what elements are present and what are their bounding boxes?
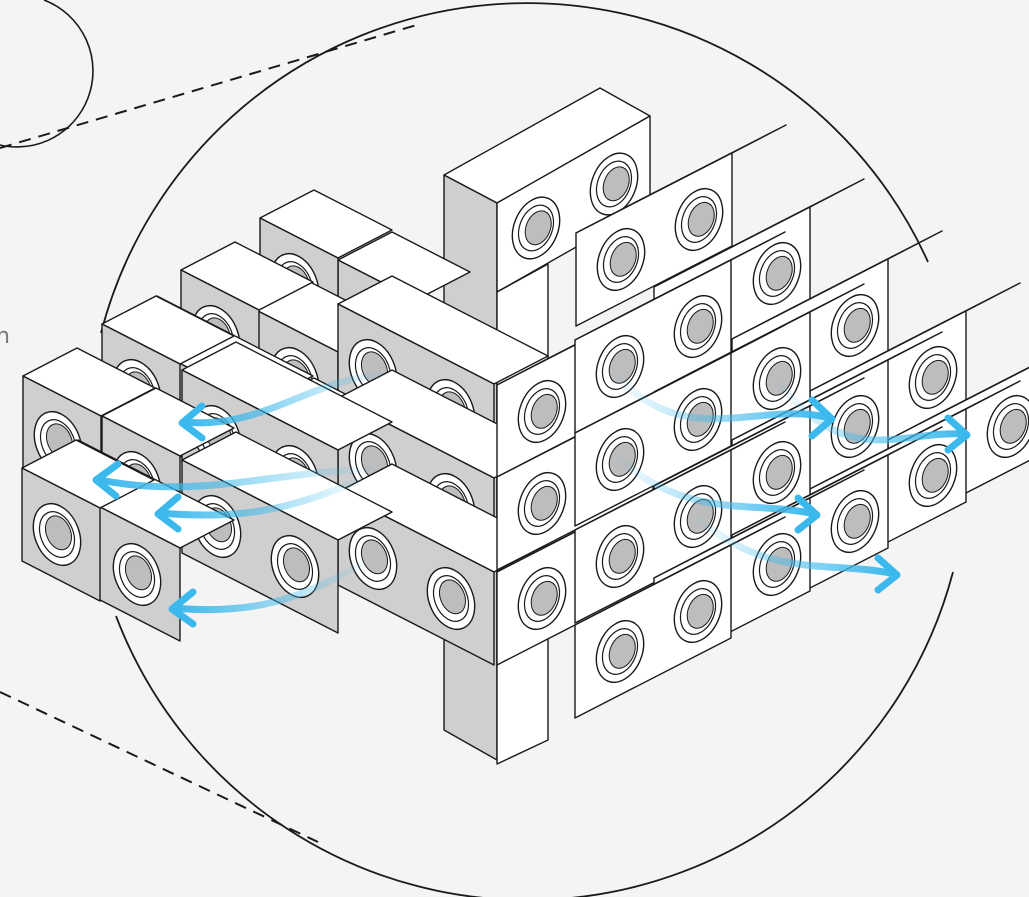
flow-arrow-head <box>178 402 206 442</box>
flow-arrow-shaft <box>96 466 374 491</box>
flow-arrow-head <box>874 554 901 594</box>
brick-right <box>574 231 786 434</box>
flow-arrow-head <box>168 588 197 628</box>
stud-hole <box>608 348 636 384</box>
stud-hole <box>282 547 310 583</box>
flow-arrow-shaft <box>616 376 834 423</box>
stud-hole <box>438 579 466 615</box>
brick-left <box>21 439 155 602</box>
stud-hole <box>999 408 1027 444</box>
stacked-bricks <box>21 87 1029 765</box>
stud-hole <box>765 255 793 291</box>
brick-right <box>575 124 787 327</box>
stud-hole <box>609 241 637 277</box>
flow-arrow-head <box>944 414 971 454</box>
stud-hole <box>686 308 714 344</box>
stud-hole <box>765 454 793 490</box>
stud-hole <box>524 210 552 246</box>
flow-arrow-icon <box>696 516 901 594</box>
zoom-callout-lines <box>0 23 421 843</box>
stud-hole <box>530 393 558 429</box>
flow-arrows <box>92 371 971 628</box>
flow-arrow-shaft <box>181 371 384 427</box>
brick-right <box>574 324 786 527</box>
stud-hole <box>608 633 636 669</box>
flow-arrow-icon <box>168 561 364 628</box>
stud-hole <box>602 166 630 202</box>
flow-arrow-shaft <box>616 456 819 518</box>
flow-arrow-icon <box>154 476 364 533</box>
stud-hole <box>686 593 714 629</box>
stud-hole <box>360 539 388 575</box>
brick-right <box>574 516 786 719</box>
flow-arrow-shaft <box>776 381 969 444</box>
stud-hole <box>687 201 715 237</box>
flow-arrow-icon <box>92 460 374 500</box>
stud-hole <box>608 538 636 574</box>
stud-hole <box>124 555 152 591</box>
stud-hole <box>843 503 871 539</box>
flow-arrow-icon <box>776 381 971 454</box>
flow-arrow-head <box>92 460 122 500</box>
stud-hole <box>921 457 949 493</box>
stud-hole <box>530 485 558 521</box>
small-callout-circle <box>0 0 94 148</box>
flow-arrow-head <box>808 396 836 440</box>
flow-arrow-icon <box>178 371 384 442</box>
flow-arrow-shaft <box>696 516 899 578</box>
magnifier-circle-icon <box>100 2 954 897</box>
brick-left <box>337 463 549 666</box>
stud-hole <box>843 307 871 343</box>
stud-hole <box>530 580 558 616</box>
flow-arrow-shaft <box>156 476 364 519</box>
stud-hole <box>921 359 949 395</box>
stud-hole <box>44 515 72 551</box>
flow-arrow-icon <box>616 376 836 440</box>
flow-arrow-shaft <box>171 561 364 614</box>
cropped-side-label: n <box>0 324 10 349</box>
flow-arrow-head <box>794 494 821 534</box>
flow-arrow-head <box>154 493 182 533</box>
flow-arrow-icon <box>616 456 821 534</box>
